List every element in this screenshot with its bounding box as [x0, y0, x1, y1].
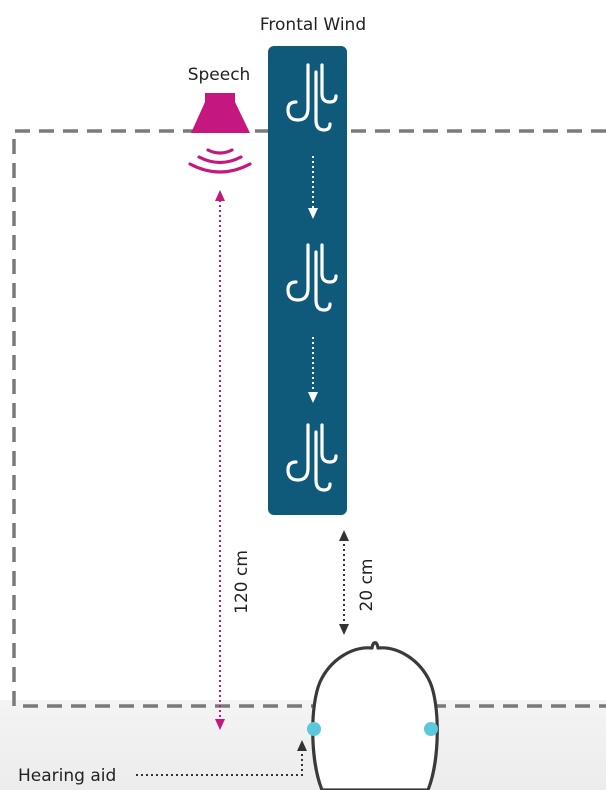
hearing-aid-label: Hearing aid: [18, 766, 116, 786]
hearing-aid-right: [424, 722, 438, 736]
hearing-aid-left: [307, 722, 321, 736]
speaker-icon: [190, 93, 250, 172]
head-icon: [313, 643, 438, 790]
wind-label: Frontal Wind: [260, 15, 366, 35]
distance-wind-arrow: [339, 530, 349, 635]
distance-wind-label: 20 cm: [357, 559, 377, 612]
distance-speech-arrow: [215, 190, 225, 730]
distance-speech-label: 120 cm: [232, 550, 252, 614]
speech-label: Speech: [188, 65, 251, 85]
